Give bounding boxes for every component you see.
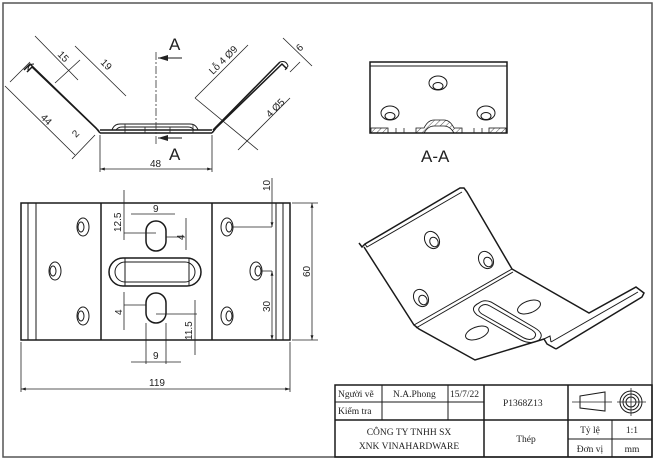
drawing-date: 15/7/22 <box>450 390 479 400</box>
dim-thickness: 2 <box>70 128 82 140</box>
section-view-a-a: A-A <box>369 61 508 166</box>
dim-lip: 6 <box>294 42 306 54</box>
dim-hole-note-large: Lỗ 4 Ø9 <box>206 42 241 77</box>
material: Thép <box>516 435 536 445</box>
isometric-view <box>358 187 645 361</box>
dim-bottom-slot-offset: 11.5 <box>184 321 195 340</box>
scale-label: Tỷ lệ <box>580 426 600 436</box>
dim-flange: 15 <box>55 49 71 65</box>
drawn-by-value: N.A.Phong <box>393 390 436 400</box>
drawn-by-label: Người vẽ <box>338 390 374 400</box>
side-view: A A 48 44 15 19 2 Lỗ 4 Ø9 4 Ø5 6 <box>4 35 313 172</box>
company-line-2: XNK VINAHARDWARE <box>359 442 460 452</box>
part-number: P1368Z13 <box>503 399 543 409</box>
dim-base-width: 48 <box>150 159 162 170</box>
scale-value: 1:1 <box>626 426 638 436</box>
dim-hole-mid-offset: 30 <box>262 300 273 312</box>
first-angle-projection-icon <box>572 388 646 416</box>
checked-by-label: Kiểm tra <box>338 406 372 417</box>
plan-view: 12.5 9 4 4 11.5 9 10 30 60 119 <box>20 178 318 392</box>
dim-leg-length: 44 <box>38 112 54 128</box>
company-line-1: CÔNG TY TNHH SX <box>367 426 452 438</box>
dim-bottom-slot-width: 9 <box>153 351 159 362</box>
section-marker-top: A <box>169 35 181 54</box>
dim-top-slot-height: 4 <box>176 234 187 240</box>
dim-top-slot-width: 9 <box>153 204 159 215</box>
section-view-label: A-A <box>421 147 450 166</box>
title-block: Người vẽ N.A.Phong 15/7/22 Kiểm tra P136… <box>334 384 653 458</box>
dim-hole-top-offset: 10 <box>262 179 273 191</box>
unit-value: mm <box>625 445 640 455</box>
unit-label: Đơn vị <box>577 445 604 455</box>
dim-bottom-slot-height: 4 <box>114 309 125 315</box>
dim-top-slot-offset: 12.5 <box>113 212 124 232</box>
dim-hole-note-small: 4 Ø5 <box>264 97 287 120</box>
section-marker-bottom: A <box>169 145 181 164</box>
dim-overall-height: 60 <box>302 265 313 277</box>
dim-overall-length: 119 <box>149 378 165 389</box>
